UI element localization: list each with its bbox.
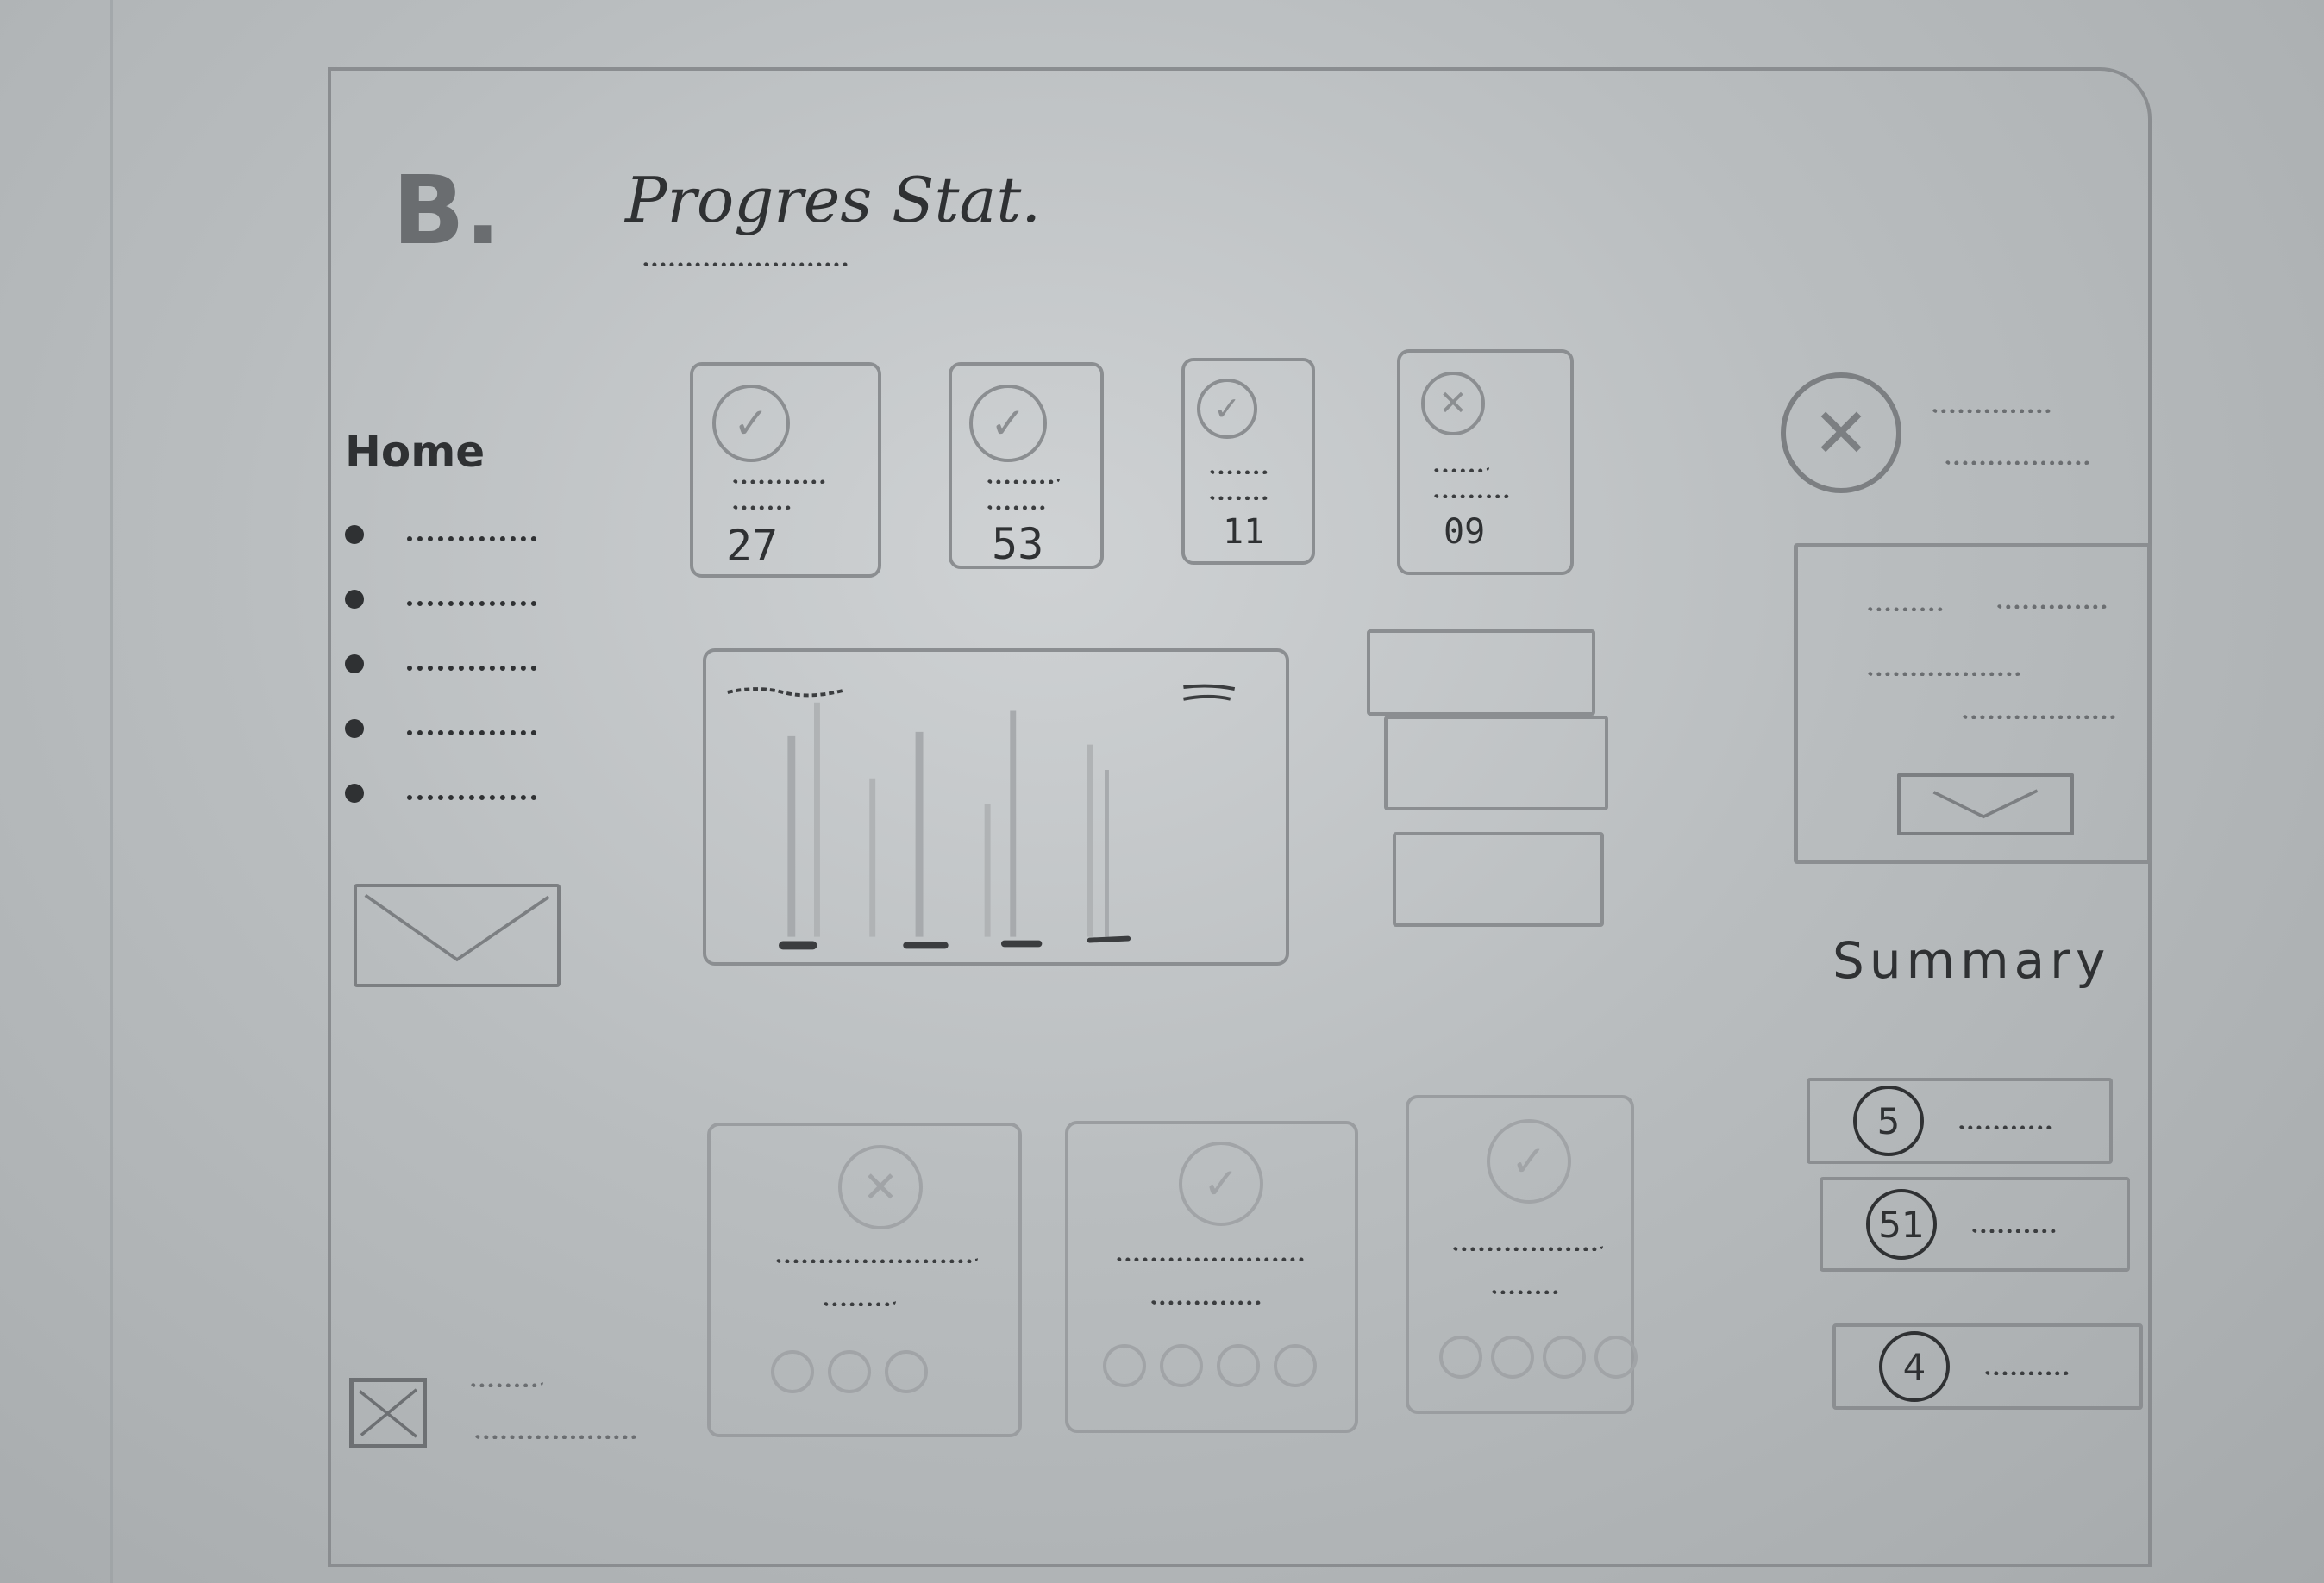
course-card-2[interactable]: ✓ bbox=[1065, 1121, 1358, 1433]
summary-count-badge: 4 bbox=[1879, 1331, 1950, 1402]
side-panel-box-1[interactable] bbox=[1367, 629, 1595, 716]
progress-bar-chart bbox=[703, 648, 1289, 966]
sidebar-item-1[interactable] bbox=[345, 517, 604, 552]
stat-value: 27 bbox=[726, 521, 779, 571]
summary-title: Summary bbox=[1832, 931, 2111, 990]
sidebar-item-label bbox=[407, 528, 536, 541]
settings-checkbox[interactable] bbox=[349, 1378, 427, 1448]
bullet-icon bbox=[345, 525, 364, 544]
progress-dots bbox=[771, 1350, 928, 1393]
sidebar-item-4[interactable] bbox=[345, 711, 604, 746]
stat-card-2[interactable]: ✓ 53 bbox=[949, 362, 1104, 569]
stat-card-1[interactable]: ✓ 27 bbox=[690, 362, 881, 578]
chart-bars bbox=[727, 684, 1236, 950]
progress-dots bbox=[1103, 1344, 1317, 1387]
stat-value: 11 bbox=[1223, 512, 1265, 552]
summary-count-badge: 51 bbox=[1866, 1189, 1937, 1260]
stat-value: 53 bbox=[992, 519, 1044, 569]
summary-row-3[interactable]: 4 bbox=[1832, 1323, 2143, 1410]
progress-dots bbox=[1439, 1336, 1638, 1379]
check-circle-icon: ✓ bbox=[1179, 1142, 1263, 1226]
sidebar-heading: Home bbox=[345, 427, 485, 477]
summary-row-2[interactable]: 51 bbox=[1820, 1177, 2130, 1272]
sidebar-item-label bbox=[407, 657, 536, 671]
summary-row-1[interactable]: 5 bbox=[1807, 1078, 2113, 1164]
sidebar-image-placeholder bbox=[354, 884, 561, 987]
sidebar-item-label bbox=[407, 786, 536, 800]
profile-card-button[interactable] bbox=[1897, 773, 2074, 835]
x-circle-icon: ✕ bbox=[1421, 372, 1485, 435]
bullet-icon bbox=[345, 590, 364, 609]
check-circle-icon: ✓ bbox=[1197, 379, 1257, 439]
bullet-icon bbox=[345, 719, 364, 738]
side-panel-box-3[interactable] bbox=[1393, 832, 1604, 927]
sidebar-item-label bbox=[407, 722, 536, 735]
check-circle-icon: ✓ bbox=[1487, 1119, 1571, 1204]
section-letter: B. bbox=[392, 155, 501, 266]
summary-count-badge: 5 bbox=[1853, 1086, 1924, 1156]
sidebar-item-label bbox=[407, 592, 536, 606]
profile-x-icon[interactable]: ✕ bbox=[1781, 372, 1901, 493]
page-title: Progres Stat. bbox=[625, 164, 1042, 236]
bullet-icon bbox=[345, 654, 364, 673]
sidebar-item-5[interactable] bbox=[345, 776, 604, 810]
profile-card bbox=[1794, 543, 2152, 864]
stat-card-4[interactable]: ✕ 09 bbox=[1397, 349, 1574, 575]
title-underline bbox=[642, 250, 849, 266]
check-circle-icon: ✓ bbox=[969, 385, 1047, 462]
side-panel-box-2[interactable] bbox=[1384, 716, 1608, 810]
stat-value: 09 bbox=[1444, 512, 1486, 552]
course-card-1[interactable]: ✕ bbox=[707, 1123, 1022, 1437]
stat-card-3[interactable]: ✓ 11 bbox=[1181, 358, 1315, 565]
sidebar-item-3[interactable] bbox=[345, 647, 604, 681]
x-circle-icon: ✕ bbox=[838, 1145, 923, 1229]
paper-crease bbox=[110, 0, 113, 1583]
check-circle-icon: ✓ bbox=[712, 385, 790, 462]
sidebar-item-2[interactable] bbox=[345, 582, 604, 616]
course-card-3[interactable]: ✓ bbox=[1406, 1095, 1638, 1414]
bullet-icon bbox=[345, 784, 364, 803]
